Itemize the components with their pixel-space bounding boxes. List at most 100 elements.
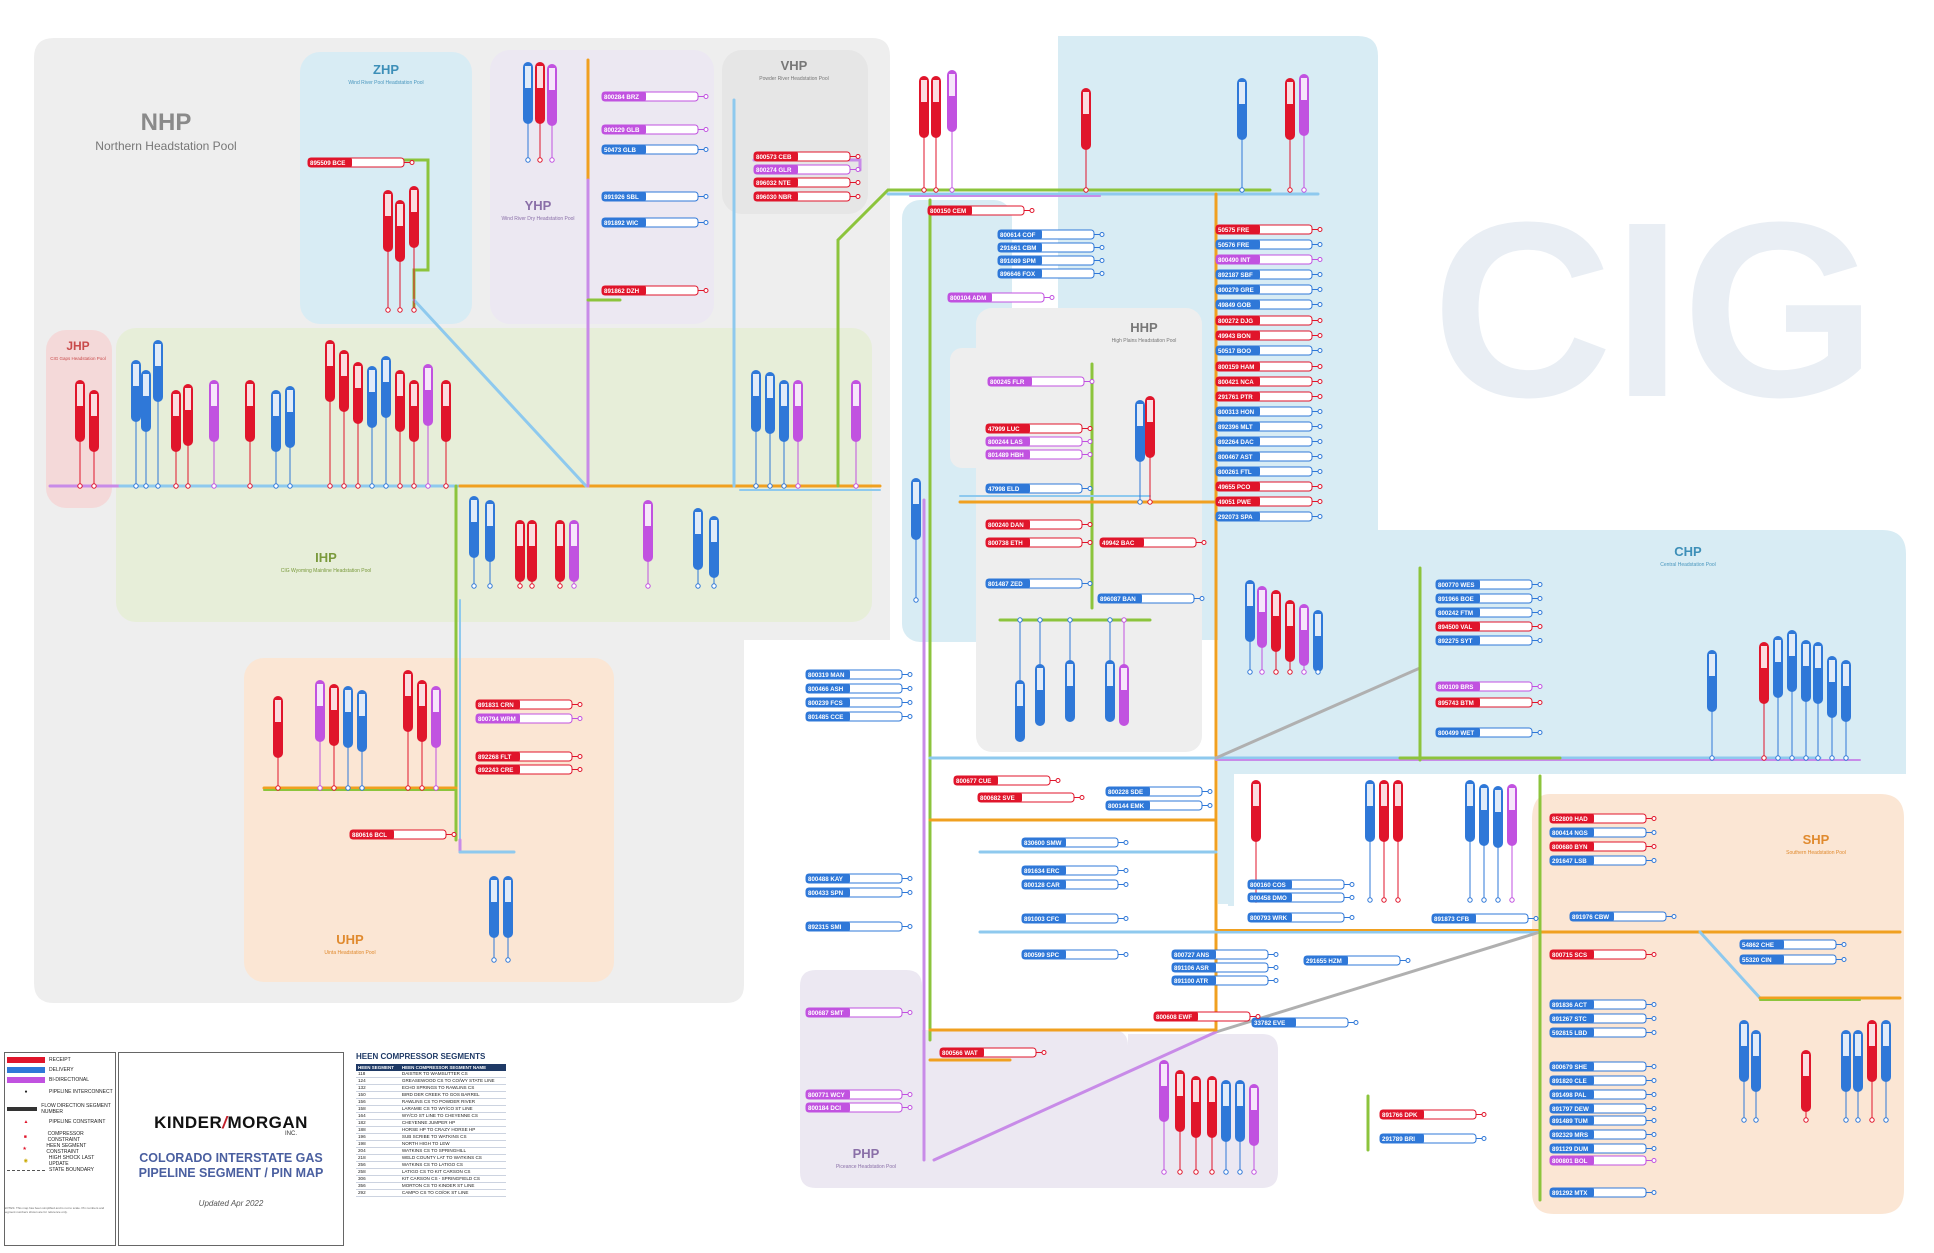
pin-label[interactable]: 800244 LAS bbox=[985, 436, 1093, 447]
pin-tag[interactable] bbox=[931, 76, 941, 193]
pin-tag[interactable] bbox=[919, 76, 929, 193]
pin-tag[interactable] bbox=[1245, 580, 1255, 675]
pin-tag[interactable] bbox=[469, 496, 479, 589]
pin-label[interactable]: 49655 PCO bbox=[1215, 481, 1323, 492]
pin-tag[interactable] bbox=[1853, 1030, 1863, 1123]
pin-tag[interactable] bbox=[1841, 660, 1851, 761]
pin-tag[interactable] bbox=[1707, 650, 1717, 761]
pin-tag[interactable] bbox=[1015, 617, 1025, 742]
pin-label[interactable]: 892187 SBF bbox=[1215, 269, 1323, 280]
pin-tag[interactable] bbox=[409, 186, 419, 313]
pin-tag[interactable] bbox=[171, 390, 181, 489]
pin-label[interactable]: 892264 DAC bbox=[1215, 436, 1323, 447]
pin-tag[interactable] bbox=[1145, 396, 1155, 505]
pin-label[interactable]: 800608 EWF bbox=[1153, 1011, 1261, 1022]
pin-label[interactable]: 891862 DZH bbox=[601, 285, 709, 296]
pin-label[interactable]: 891100 ATR bbox=[1171, 975, 1279, 986]
pin-label[interactable]: 892268 FLT bbox=[475, 751, 583, 762]
pin-label[interactable]: 800793 WRK bbox=[1247, 912, 1355, 923]
pin-label[interactable]: 33782 EVE bbox=[1251, 1017, 1359, 1028]
pin-label[interactable]: 801487 ZED bbox=[985, 578, 1093, 589]
pin-label[interactable]: 891498 PAL bbox=[1549, 1089, 1657, 1100]
pin-label[interactable]: 291661 CBM bbox=[997, 242, 1105, 253]
pin-label[interactable]: 800240 DAN bbox=[985, 519, 1093, 530]
pin-tag[interactable] bbox=[209, 380, 219, 489]
pin-tag[interactable] bbox=[1105, 617, 1115, 722]
pin-tag[interactable] bbox=[503, 876, 513, 963]
pin-label[interactable]: 800499 WET bbox=[1435, 727, 1543, 738]
pin-label[interactable]: 47999 LUC bbox=[985, 423, 1093, 434]
pin-tag[interactable] bbox=[271, 390, 281, 489]
pin-tag[interactable] bbox=[183, 384, 193, 489]
pin-label[interactable]: 800144 EMK bbox=[1105, 800, 1213, 811]
pin-label[interactable]: 892329 MRS bbox=[1549, 1129, 1657, 1140]
pin-tag[interactable] bbox=[911, 478, 921, 603]
pin-tag[interactable] bbox=[1159, 1060, 1169, 1175]
pin-label[interactable]: 800682 SVE bbox=[977, 792, 1085, 803]
pin-label[interactable]: 800614 COF bbox=[997, 229, 1105, 240]
pin-tag[interactable] bbox=[693, 508, 703, 589]
pin-label[interactable]: 891766 DPK bbox=[1379, 1109, 1487, 1120]
pin-label[interactable]: 896646 FOX bbox=[997, 268, 1105, 279]
pin-tag[interactable] bbox=[75, 380, 85, 489]
pin-label[interactable]: 800239 FCS bbox=[805, 697, 913, 708]
pin-label[interactable]: 852809 HAD bbox=[1549, 813, 1657, 824]
pin-tag[interactable] bbox=[1787, 630, 1797, 761]
pin-label[interactable]: 800313 HON bbox=[1215, 406, 1323, 417]
pin-tag[interactable] bbox=[131, 360, 141, 489]
pin-label[interactable]: 800319 MAN bbox=[805, 669, 913, 680]
pin-tag[interactable] bbox=[1175, 1070, 1185, 1175]
pin-label[interactable]: 800229 GLB bbox=[601, 124, 709, 135]
pin-label[interactable]: 896087 BAN bbox=[1097, 593, 1205, 604]
pin-tag[interactable] bbox=[417, 680, 427, 791]
pin-tag[interactable] bbox=[1493, 786, 1503, 903]
pin-label[interactable]: 892243 CRE bbox=[475, 764, 583, 775]
pin-tag[interactable] bbox=[1841, 1030, 1851, 1123]
pin-tag[interactable] bbox=[569, 520, 579, 589]
pin-label[interactable]: 800715 SCS bbox=[1549, 949, 1657, 960]
pin-tag[interactable] bbox=[245, 380, 255, 489]
pin-label[interactable]: 891820 CLE bbox=[1549, 1075, 1657, 1086]
pin-label[interactable]: 895509 BCE bbox=[307, 157, 415, 168]
pin-label[interactable]: 800150 CEM bbox=[927, 205, 1035, 216]
pin-label[interactable]: 50517 BOO bbox=[1215, 345, 1323, 356]
pin-label[interactable]: 800421 NCA bbox=[1215, 376, 1323, 387]
pin-tag[interactable] bbox=[1119, 617, 1129, 726]
pin-tag[interactable] bbox=[1313, 610, 1323, 675]
pin-label[interactable]: 800104 ADM bbox=[947, 292, 1055, 303]
pin-tag[interactable] bbox=[315, 680, 325, 791]
pin-label[interactable]: 800677 CUE bbox=[953, 775, 1061, 786]
pin-tag[interactable] bbox=[1379, 780, 1389, 903]
pin-tag[interactable] bbox=[1135, 400, 1145, 505]
pin-label[interactable]: 891267 STC bbox=[1549, 1013, 1657, 1024]
pin-tag[interactable] bbox=[403, 670, 413, 791]
pin-label[interactable]: 892396 MLT bbox=[1215, 421, 1323, 432]
pin-tag[interactable] bbox=[523, 62, 533, 163]
pin-tag[interactable] bbox=[1507, 784, 1517, 903]
pin-label[interactable]: 800458 DMO bbox=[1247, 892, 1355, 903]
pin-label[interactable]: 49051 PWE bbox=[1215, 496, 1323, 507]
pin-tag[interactable] bbox=[779, 380, 789, 489]
pin-label[interactable]: 891892 WIC bbox=[601, 217, 709, 228]
pin-label[interactable]: 800128 CAR bbox=[1021, 879, 1129, 890]
pin-label[interactable]: 891292 MTX bbox=[1549, 1187, 1657, 1198]
pin-tag[interactable] bbox=[273, 696, 283, 791]
pin-label[interactable]: 891966 BOE bbox=[1435, 593, 1543, 604]
pin-tag[interactable] bbox=[1235, 1080, 1245, 1175]
pin-tag[interactable] bbox=[1271, 590, 1281, 675]
pin-tag[interactable] bbox=[383, 190, 393, 313]
pin-label[interactable]: 800801 BOL bbox=[1549, 1155, 1657, 1166]
pin-label[interactable]: 891089 SPM bbox=[997, 255, 1105, 266]
pin-label[interactable]: 800680 BYN bbox=[1549, 841, 1657, 852]
pin-label[interactable]: 891489 TUM bbox=[1549, 1115, 1657, 1126]
pin-tag[interactable] bbox=[1065, 617, 1075, 722]
pin-label[interactable]: 47998 ELD bbox=[985, 483, 1093, 494]
pin-tag[interactable] bbox=[547, 64, 557, 163]
pin-tag[interactable] bbox=[643, 500, 653, 589]
pin-label[interactable]: 800284 BRZ bbox=[601, 91, 709, 102]
pin-label[interactable]: 800490 INT bbox=[1215, 254, 1323, 265]
pin-tag[interactable] bbox=[535, 62, 545, 163]
pin-label[interactable]: 49943 BON bbox=[1215, 330, 1323, 341]
pin-tag[interactable] bbox=[153, 340, 163, 489]
pin-label[interactable]: 49849 GOB bbox=[1215, 299, 1323, 310]
